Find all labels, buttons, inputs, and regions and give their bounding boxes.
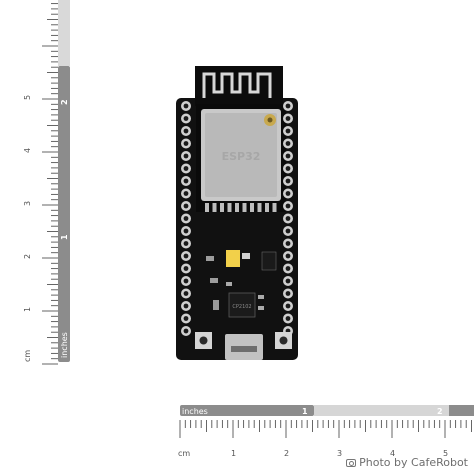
pin-hole: [285, 278, 291, 284]
usb-uart-chip: [228, 292, 256, 318]
esp32-board: ESP32 CP2102: [176, 66, 298, 360]
vertical-cm-tick-4: 4: [23, 148, 32, 153]
pin-hole: [285, 316, 291, 321]
module-pad: [235, 203, 239, 212]
pin-hole: [183, 116, 189, 121]
power-led: [226, 250, 240, 267]
module-pad: [212, 203, 217, 212]
horizontal-inch-tick-1: 1: [302, 407, 308, 416]
horizontal-cm-tick-1: 1: [231, 449, 236, 458]
pin-hole: [285, 128, 291, 134]
module-pads: [205, 203, 277, 212]
horizontal-cm-tick-2: 2: [284, 449, 289, 458]
horizontal-cm-tick-5: 5: [443, 449, 448, 458]
pin-hole: [183, 128, 189, 134]
pin-hole: [183, 153, 189, 159]
pin-hole: [183, 178, 189, 184]
pin-hole: [285, 241, 291, 246]
vertical-cm-tick-2: 2: [23, 254, 32, 259]
vertical-cm-unit: cm: [23, 350, 32, 362]
pin-hole: [183, 166, 189, 171]
vertical-ruler: cm inches 1 2 3 4 5 1 2: [23, 0, 70, 365]
pin-hole: [285, 153, 291, 159]
horizontal-cm-unit: cm: [178, 449, 190, 458]
vertical-inch-tick-2: 2: [60, 99, 69, 105]
module-pad: [227, 203, 232, 212]
pin-hole: [285, 203, 291, 209]
pin-hole: [183, 216, 189, 221]
antenna-trace: [202, 72, 272, 98]
pin-hole: [285, 166, 291, 171]
pin-hole: [183, 241, 189, 246]
pin-hole: [183, 253, 189, 259]
vertical-inches-unit: inches: [60, 332, 69, 358]
vertical-cm-tick-1: 1: [23, 307, 32, 312]
module-label: ESP32: [222, 150, 261, 163]
pin-hole: [285, 116, 291, 121]
pin-hole: [285, 303, 291, 309]
pin-headers: [181, 101, 293, 336]
module-pad: [272, 203, 277, 212]
vertical-cm-tick-3: 3: [23, 201, 32, 206]
pin-hole: [183, 278, 189, 284]
pin-hole: [285, 291, 291, 296]
photo-credit-text: Photo by CafeRobot: [359, 456, 468, 469]
pin-hole: [285, 178, 291, 184]
module-pad: [250, 203, 254, 212]
shield-inner: [205, 113, 277, 197]
module-pad: [257, 203, 262, 212]
pin-hole: [285, 103, 291, 109]
pin-hole: [183, 316, 189, 321]
pin-hole: [183, 191, 189, 196]
pin-hole: [285, 228, 291, 234]
pin-hole: [183, 203, 189, 209]
horizontal-cm-tick-3: 3: [337, 449, 342, 458]
pin-hole: [285, 191, 291, 196]
module-pad: [242, 203, 247, 212]
pin-hole: [285, 141, 291, 146]
pin-hole: [183, 303, 189, 309]
vertical-ruler-ticks: [42, 3, 58, 365]
module-pad: [265, 203, 269, 212]
horizontal-ruler: inches 1 2 cm 1 2 3 4 5: [178, 405, 474, 458]
pin-hole: [285, 253, 291, 259]
horizontal-ruler-ticks: [179, 420, 472, 438]
pin-hole: [285, 266, 291, 271]
chip-label: CP2102: [232, 304, 251, 310]
horizontal-inch-tick-2: 2: [437, 407, 443, 416]
pin-hole: [183, 266, 189, 271]
horizontal-inches-unit: inches: [182, 407, 208, 416]
pin-hole: [183, 228, 189, 234]
pin-hole: [285, 216, 291, 221]
module-pad: [220, 203, 224, 212]
camera-icon: [346, 458, 357, 467]
vertical-cm-tick-5: 5: [23, 95, 32, 100]
module-pad: [205, 203, 209, 212]
vertical-inch-tick-1: 1: [60, 234, 69, 240]
pin-hole: [183, 291, 189, 296]
pin-hole: [183, 141, 189, 146]
photo-credit: Photo by CafeRobot: [346, 456, 468, 469]
horizontal-cm-tick-4: 4: [390, 449, 395, 458]
pin-hole: [183, 328, 189, 334]
pin-hole: [183, 103, 189, 109]
